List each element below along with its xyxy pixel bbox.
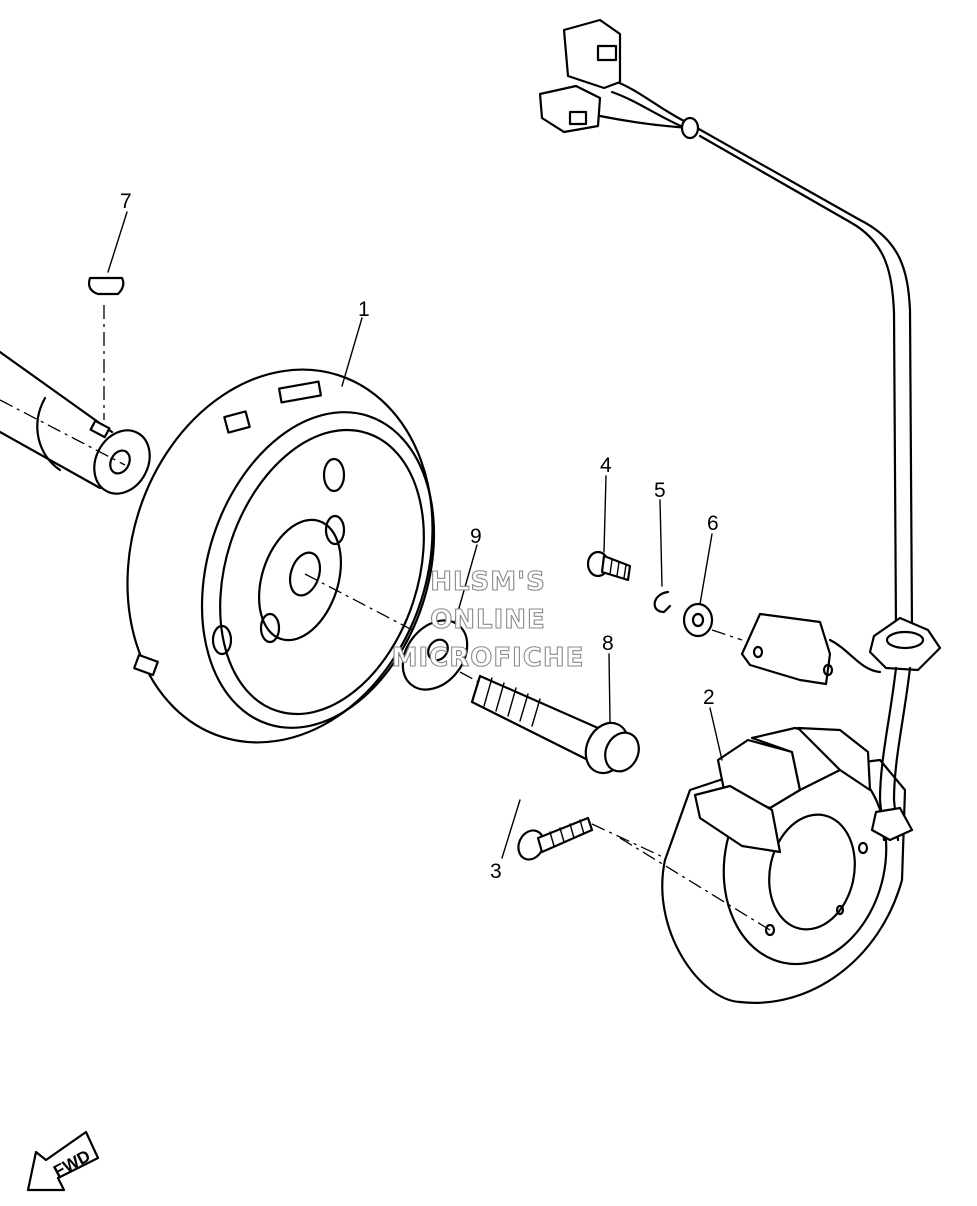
retaining-clip (653, 590, 672, 614)
callout-5: 5 (654, 479, 666, 502)
callout-7: 7 (120, 190, 132, 213)
watermark: HLSM'S ONLINE MICROFICHE (391, 566, 585, 673)
callout-8: 8 (602, 632, 614, 655)
wiring-harness (538, 18, 942, 842)
pickup-coil (740, 612, 882, 686)
watermark-line-3: MICROFICHE (392, 643, 585, 673)
small-screw (586, 550, 632, 582)
washer (401, 619, 483, 691)
stator-screw (517, 816, 666, 861)
watermark-line-1: HLSM'S (430, 567, 546, 597)
callout-leaders (107, 211, 723, 859)
rotor-bolt (470, 674, 640, 775)
callout-6: 6 (707, 512, 719, 535)
callout-1: 1 (358, 298, 370, 321)
watermark-line-2: ONLINE (430, 605, 546, 635)
callout-3: 3 (490, 860, 502, 883)
crankshaft-end (0, 350, 151, 495)
grommet-washer (682, 602, 743, 641)
callout-2: 2 (703, 686, 715, 709)
woodruff-key (87, 276, 125, 420)
stator-assembly (619, 726, 907, 1004)
callout-9: 9 (470, 525, 482, 548)
fwd-arrow-icon: FWD (26, 1130, 100, 1192)
callout-4: 4 (600, 454, 612, 477)
rotor-flywheel (126, 368, 436, 744)
